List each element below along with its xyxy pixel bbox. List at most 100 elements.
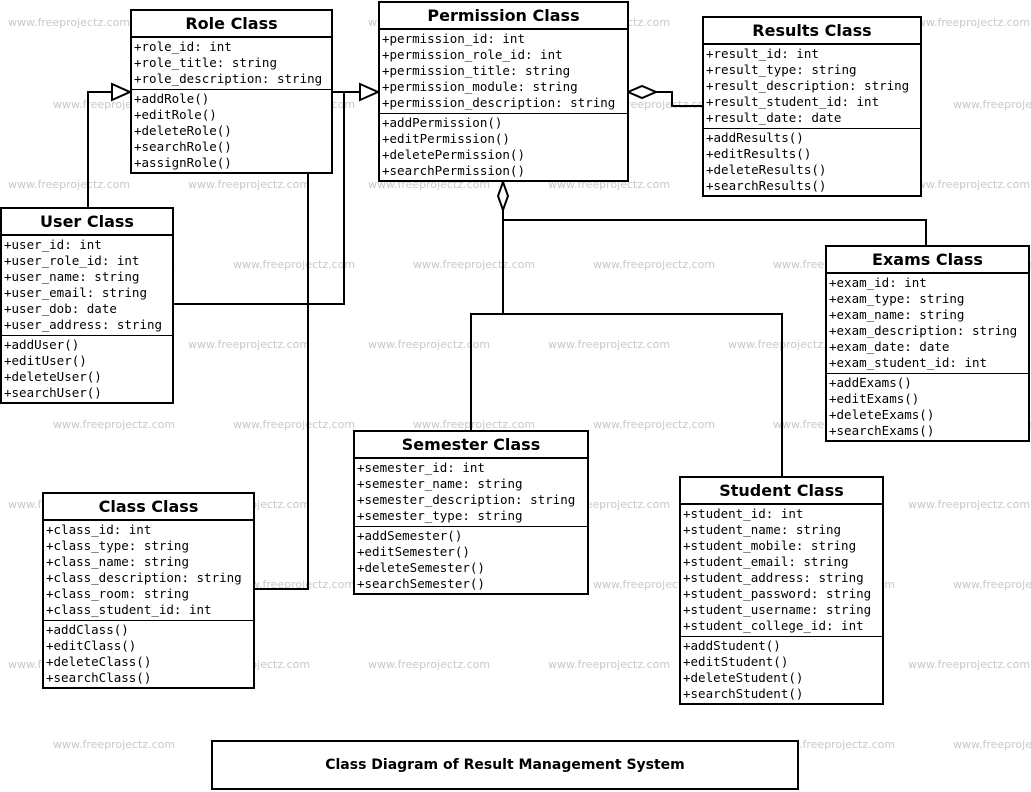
exams-class-title: Exams Class xyxy=(827,247,1028,274)
attribute-row: +student_email: string xyxy=(683,554,849,569)
attribute-row: +permission_description: string xyxy=(382,95,616,110)
attribute-row: +student_id: int xyxy=(683,506,804,521)
attribute-row: +student_name: string xyxy=(683,522,842,537)
student-class-box: Student Class +student_id: int +student_… xyxy=(679,476,884,705)
method-row: +deleteRole() xyxy=(134,123,232,138)
permission-class-attributes: +permission_id: int +permission_role_id:… xyxy=(380,30,627,114)
diamond-permission-bottom xyxy=(496,179,510,213)
attribute-row: +result_type: string xyxy=(706,62,857,77)
attribute-row: +class_name: string xyxy=(46,554,189,569)
attribute-row: +result_description: string xyxy=(706,78,910,93)
method-row: +addSemester() xyxy=(357,528,463,543)
attribute-row: +student_mobile: string xyxy=(683,538,857,553)
attribute-row: +class_room: string xyxy=(46,586,189,601)
semester-class-methods: +addSemester() +editSemester() +deleteSe… xyxy=(355,527,587,594)
method-row: +editExams() xyxy=(829,391,920,406)
arrowhead-user-role xyxy=(111,82,133,102)
permission-class-box: Permission Class +permission_id: int +pe… xyxy=(378,1,629,182)
semester-class-attributes: +semester_id: int +semester_name: string… xyxy=(355,459,587,527)
class-class-box: Class Class +class_id: int +class_type: … xyxy=(42,492,255,689)
semester-class-title: Semester Class xyxy=(355,432,587,459)
attribute-row: +exam_id: int xyxy=(829,275,927,290)
diagram-caption: Class Diagram of Result Management Syste… xyxy=(211,740,799,790)
attribute-row: +exam_student_id: int xyxy=(829,355,988,370)
method-row: +addClass() xyxy=(46,622,129,637)
method-row: +assignRole() xyxy=(134,155,232,170)
method-row: +searchExams() xyxy=(829,423,935,438)
exams-class-attributes: +exam_id: int +exam_type: string +exam_n… xyxy=(827,274,1028,374)
attribute-row: +exam_type: string xyxy=(829,291,965,306)
attribute-row: +student_address: string xyxy=(683,570,864,585)
connector-user-role xyxy=(87,91,112,207)
exams-class-methods: +addExams() +editExams() +deleteExams() … xyxy=(827,374,1028,441)
attribute-row: +class_id: int xyxy=(46,522,152,537)
user-class-title: User Class xyxy=(2,209,172,236)
attribute-row: +user_id: int xyxy=(4,237,102,252)
attribute-row: +permission_title: string xyxy=(382,63,571,78)
user-class-box: User Class +user_id: int +user_role_id: … xyxy=(0,207,174,404)
method-row: +deleteUser() xyxy=(4,369,102,384)
method-row: +editStudent() xyxy=(683,654,789,669)
method-row: +deleteExams() xyxy=(829,407,935,422)
attribute-row: +exam_name: string xyxy=(829,307,965,322)
method-row: +searchClass() xyxy=(46,670,152,685)
attribute-row: +result_id: int xyxy=(706,46,819,61)
role-class-attributes: +role_id: int +role_title: string +role_… xyxy=(132,38,331,90)
results-class-methods: +addResults() +editResults() +deleteResu… xyxy=(704,129,920,196)
attribute-row: +semester_name: string xyxy=(357,476,523,491)
method-row: +searchSemester() xyxy=(357,576,485,591)
attribute-row: +class_type: string xyxy=(46,538,189,553)
attribute-row: +student_college_id: int xyxy=(683,618,864,633)
arrowhead-permission xyxy=(359,82,381,102)
attribute-row: +semester_description: string xyxy=(357,492,576,507)
class-class-attributes: +class_id: int +class_type: string +clas… xyxy=(44,521,253,621)
connector-class-permission xyxy=(253,91,360,590)
method-row: +addRole() xyxy=(134,91,210,106)
method-row: +deleteSemester() xyxy=(357,560,485,575)
results-class-title: Results Class xyxy=(704,18,920,45)
attribute-row: +user_dob: date xyxy=(4,301,117,316)
attribute-row: +class_student_id: int xyxy=(46,602,212,617)
connector-student-permission xyxy=(503,313,783,476)
attribute-row: +user_address: string xyxy=(4,317,163,332)
attribute-row: +result_student_id: int xyxy=(706,94,880,109)
class-class-title: Class Class xyxy=(44,494,253,521)
attribute-row: +role_id: int xyxy=(134,39,232,54)
student-class-title: Student Class xyxy=(681,478,882,505)
user-class-attributes: +user_id: int +user_role_id: int +user_n… xyxy=(2,236,172,336)
method-row: +editRole() xyxy=(134,107,217,122)
attribute-row: +semester_id: int xyxy=(357,460,485,475)
attribute-row: +student_username: string xyxy=(683,602,872,617)
user-class-methods: +addUser() +editUser() +deleteUser() +se… xyxy=(2,336,172,403)
attribute-row: +permission_id: int xyxy=(382,31,525,46)
connector-exams-permission xyxy=(503,219,927,246)
attribute-row: +student_password: string xyxy=(683,586,872,601)
role-class-box: Role Class +role_id: int +role_title: st… xyxy=(130,9,333,174)
semester-class-box: Semester Class +semester_id: int +semest… xyxy=(353,430,589,595)
class-class-methods: +addClass() +editClass() +deleteClass() … xyxy=(44,621,253,688)
attribute-row: +class_description: string xyxy=(46,570,242,585)
method-row: +deleteClass() xyxy=(46,654,152,669)
attribute-row: +permission_module: string xyxy=(382,79,578,94)
method-row: +searchUser() xyxy=(4,385,102,400)
method-row: +searchResults() xyxy=(706,178,827,193)
attribute-row: +result_date: date xyxy=(706,110,842,125)
permission-class-title: Permission Class xyxy=(380,3,627,30)
diamond-permission-right xyxy=(625,84,659,100)
results-class-box: Results Class +result_id: int +result_ty… xyxy=(702,16,922,197)
connector-semester-permission xyxy=(470,313,503,430)
attribute-row: +user_name: string xyxy=(4,269,140,284)
method-row: +searchPermission() xyxy=(382,163,525,178)
attribute-row: +user_email: string xyxy=(4,285,147,300)
attribute-row: +semester_type: string xyxy=(357,508,523,523)
role-class-methods: +addRole() +editRole() +deleteRole() +se… xyxy=(132,90,331,173)
attribute-row: +user_role_id: int xyxy=(4,253,140,268)
method-row: +editUser() xyxy=(4,353,87,368)
attribute-row: +exam_description: string xyxy=(829,323,1018,338)
role-class-title: Role Class xyxy=(132,11,331,38)
method-row: +editResults() xyxy=(706,146,812,161)
method-row: +deleteStudent() xyxy=(683,670,804,685)
method-row: +addStudent() xyxy=(683,638,781,653)
attribute-row: +permission_role_id: int xyxy=(382,47,563,62)
